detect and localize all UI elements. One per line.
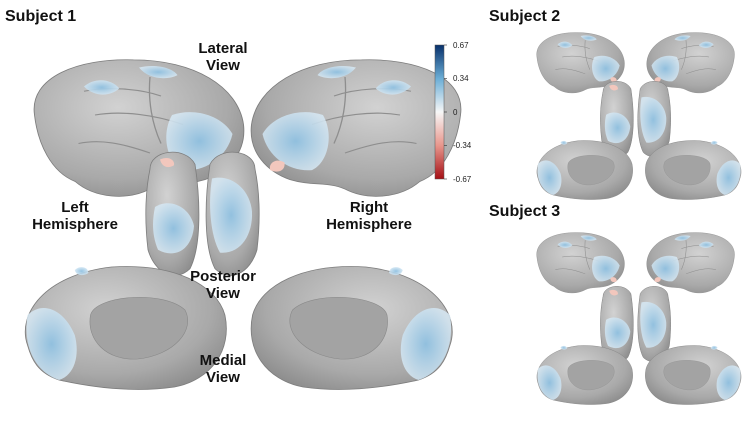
left-hemisphere-line1: Left	[61, 199, 89, 216]
lateral-view-line1: Lateral	[198, 40, 248, 57]
posterior-view-line1: Posterior	[190, 268, 256, 285]
colorbar-tick-1: 0.34	[453, 74, 469, 83]
medial-view-line2: View	[206, 369, 240, 386]
medial-view-label: Medial View	[190, 352, 256, 386]
lateral-view-label: Lateral View	[190, 40, 256, 74]
right-hemisphere-label: Right Hemisphere	[314, 199, 424, 233]
posterior-view-label: Posterior View	[182, 268, 264, 302]
posterior-view-line2: View	[206, 285, 240, 302]
right-hemisphere-line2: Hemisphere	[326, 216, 412, 233]
medial-view-line1: Medial	[199, 352, 247, 369]
left-hemisphere-label: Left Hemisphere	[20, 199, 130, 233]
subject3-brains	[536, 232, 741, 405]
colorbar-tick-2: 0	[453, 108, 458, 117]
subject2-title: Subject 2	[489, 8, 561, 25]
colorbar-gradient	[434, 44, 445, 180]
subject2-brains	[536, 32, 741, 200]
colorbar-tick-3: -0.34	[453, 141, 472, 150]
lateral-view-line2: View	[206, 57, 240, 74]
colorbar-tick-0: 0.67	[453, 41, 469, 50]
left-hemisphere-line2: Hemisphere	[32, 216, 118, 233]
colorbar-tick-4: -0.67	[453, 175, 472, 184]
subject1-title: Subject 1	[5, 8, 77, 25]
right-hemisphere-line1: Right	[349, 199, 389, 216]
colorbar: 0.67 0.34 0 -0.34 -0.67	[434, 41, 472, 184]
subject3-title: Subject 3	[489, 203, 561, 220]
